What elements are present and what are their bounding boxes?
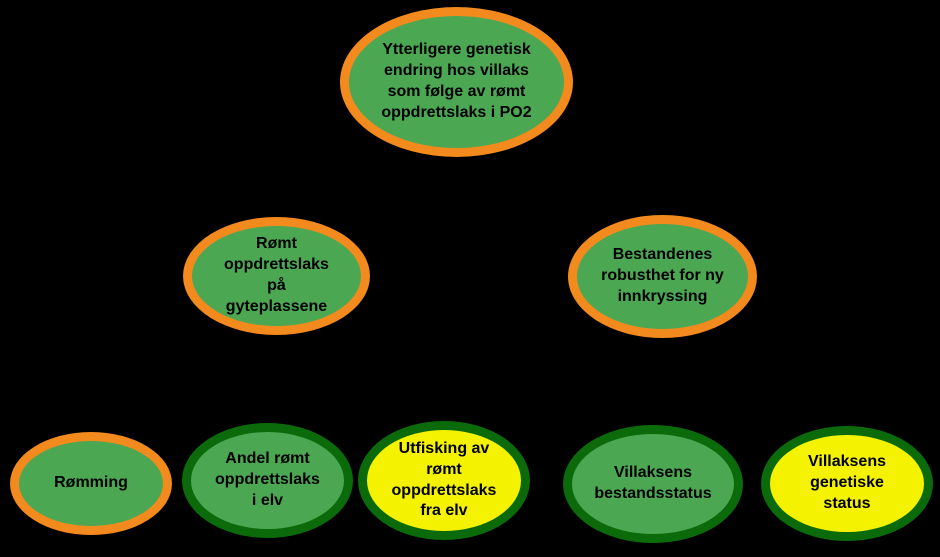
- node-population-robustness: Bestandenes robusthet for ny innkryssing: [568, 215, 757, 338]
- node-escaped-salmon-spawning-grounds: Rømt oppdrettslaks på gyteplassene: [183, 217, 370, 335]
- node-wild-salmon-population-status-label: Villaksens bestandsstatus: [594, 464, 712, 502]
- node-root-genetic-change: Ytterligere genetisk endring hos villaks…: [340, 7, 573, 157]
- node-escape: Rømming: [10, 432, 172, 535]
- node-removal-escaped-from-river-label: Utfisking av rømt oppdrettslaks fra elv: [391, 439, 497, 520]
- node-escaped-salmon-spawning-grounds-label: Rømt oppdrettslaks på gyteplassene: [224, 235, 329, 315]
- node-proportion-escaped-in-river-label: Andel rømt oppdrettslaks i elv: [215, 450, 320, 509]
- node-wild-salmon-genetic-status: Villaksens genetiske status: [761, 426, 933, 541]
- node-population-robustness-label: Bestandenes robusthet for ny innkryssing: [601, 246, 724, 305]
- node-proportion-escaped-in-river: Andel rømt oppdrettslaks i elv: [182, 423, 353, 538]
- node-wild-salmon-population-status: Villaksens bestandsstatus: [563, 425, 743, 543]
- node-escape-label: Rømming: [54, 474, 128, 492]
- node-removal-escaped-from-river: Utfisking av rømt oppdrettslaks fra elv: [358, 421, 530, 540]
- node-wild-salmon-genetic-status-label: Villaksens genetiske status: [808, 453, 886, 512]
- node-root-genetic-change-label: Ytterligere genetisk endring hos villaks…: [381, 41, 532, 121]
